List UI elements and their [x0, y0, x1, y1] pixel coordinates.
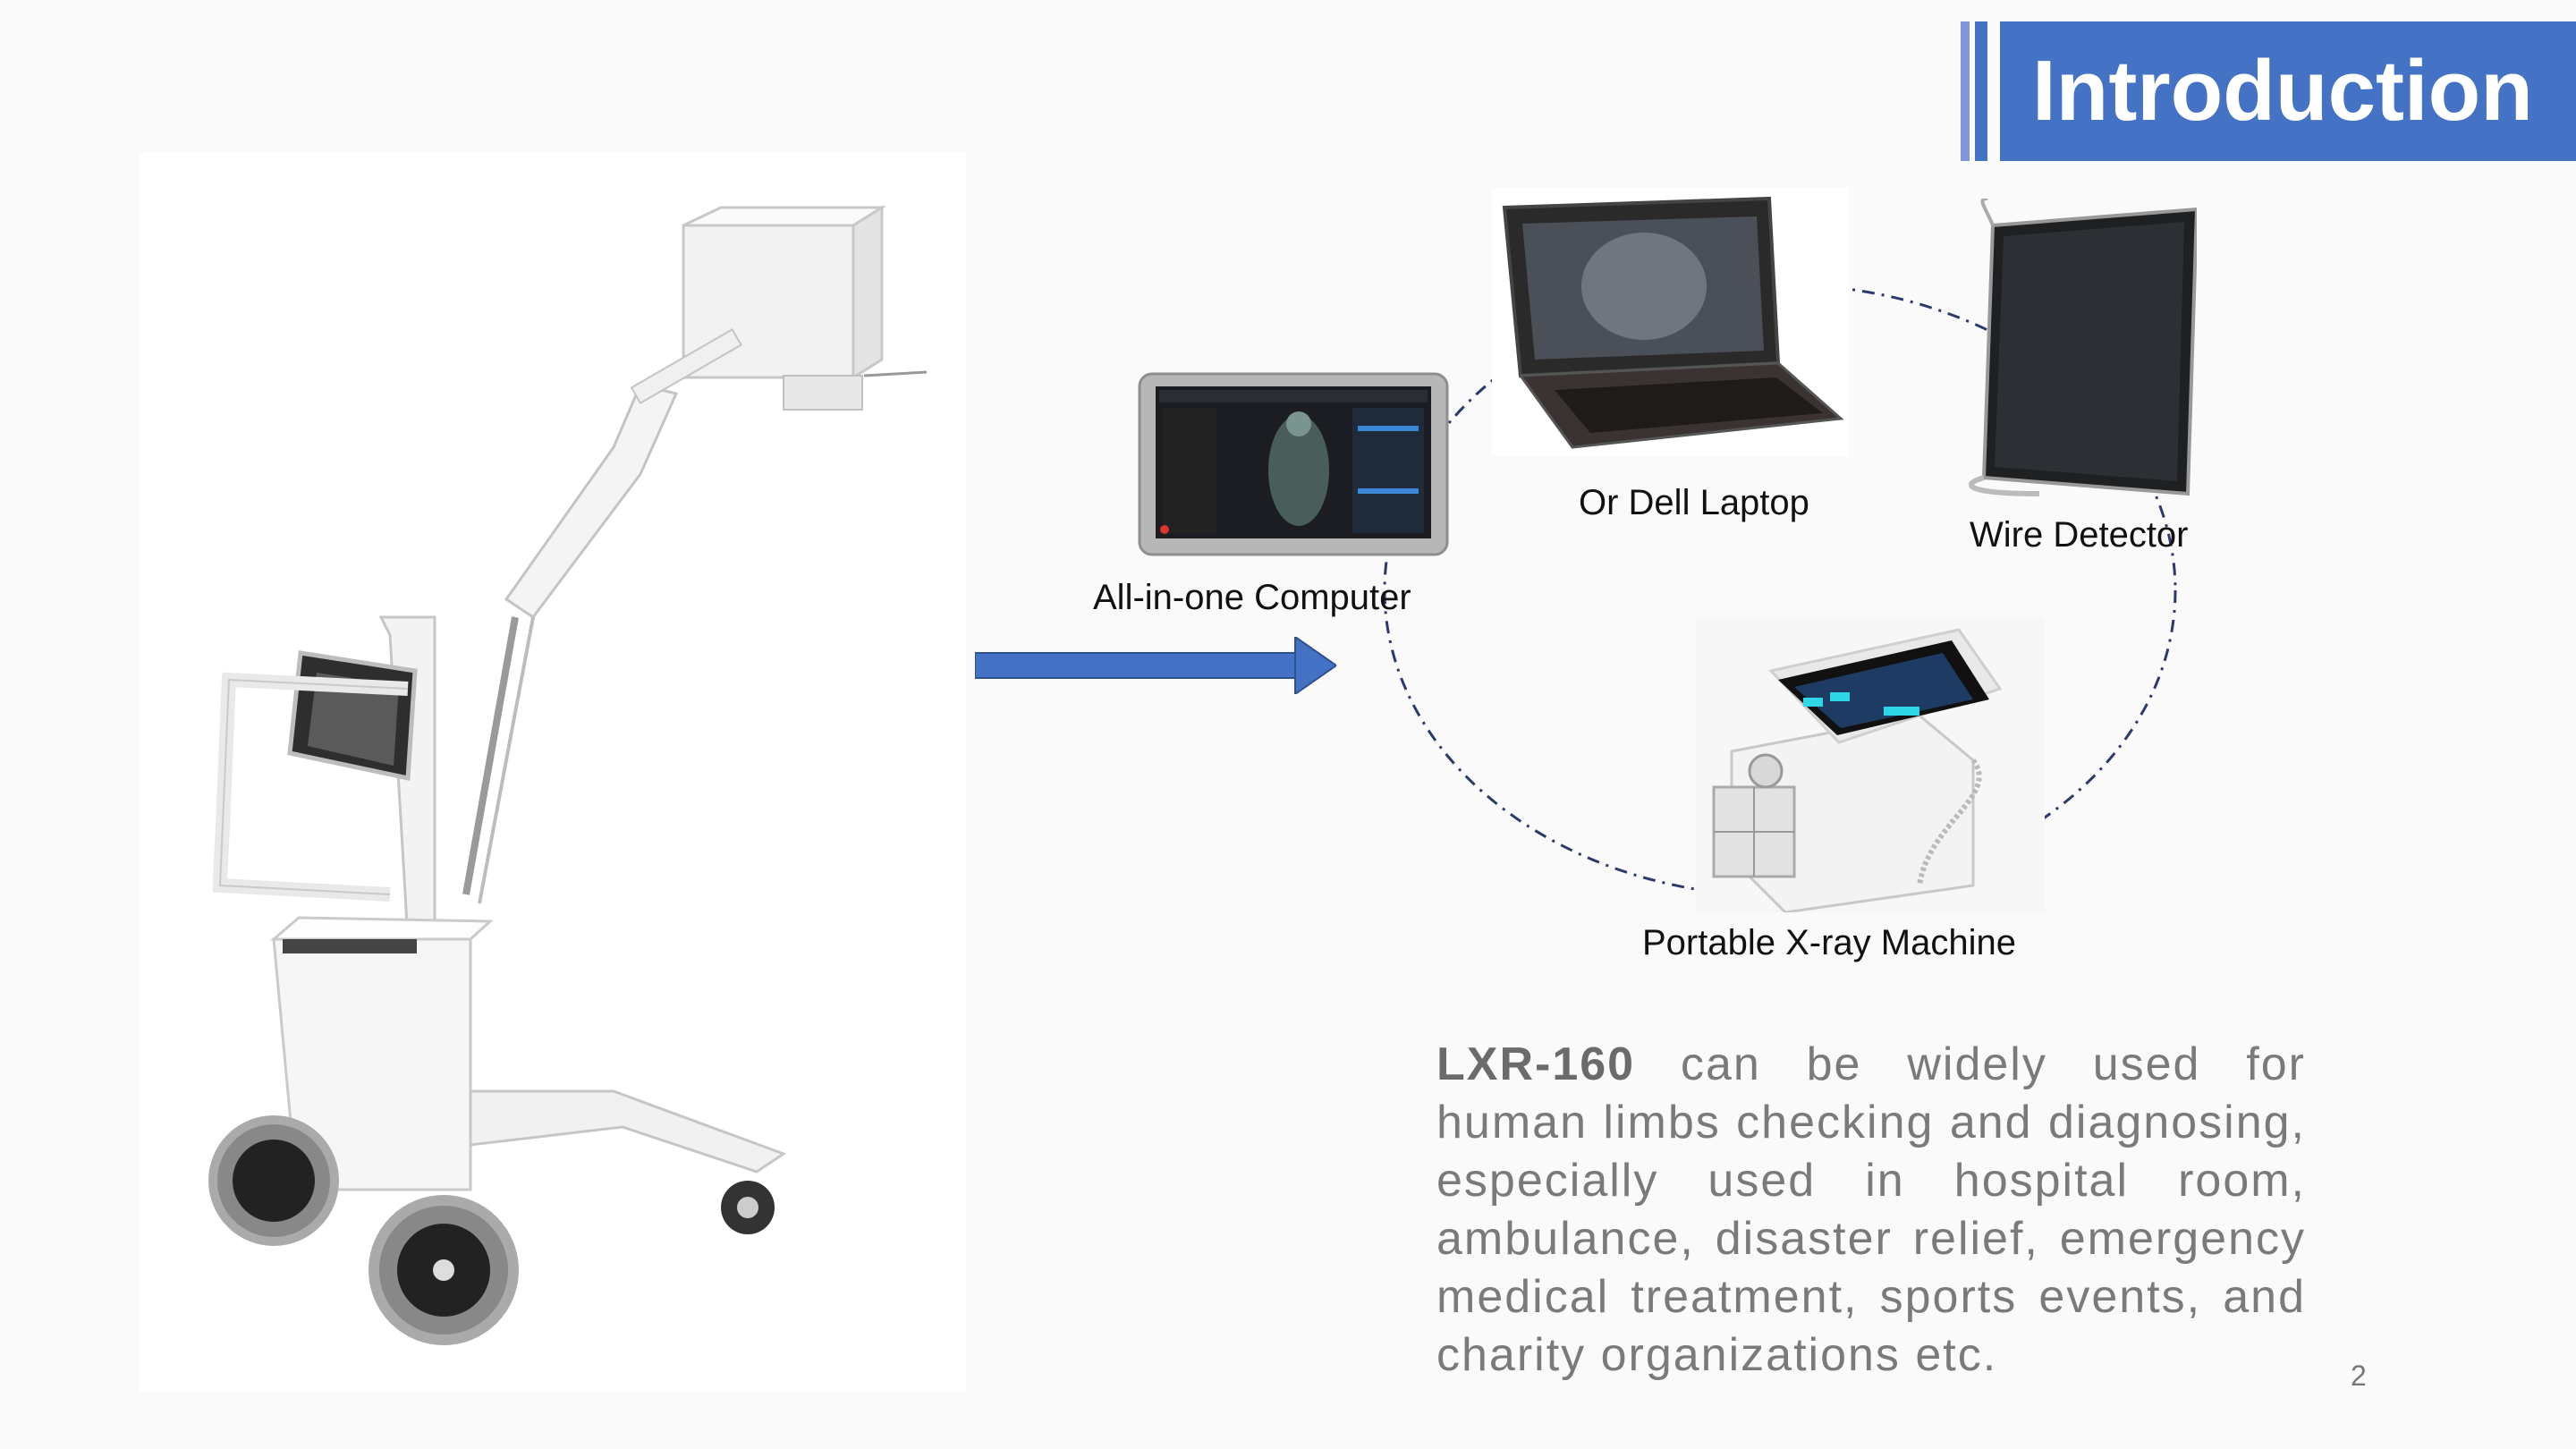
wire-detector-label: Wire Detector — [1970, 515, 2189, 555]
all-in-one-computer-label: All-in-one Computer — [1093, 578, 1411, 617]
portable-xray-machine-label: Portable X-ray Machine — [1642, 923, 2016, 962]
portable-xray-machine-image — [1696, 617, 2045, 912]
dell-laptop-image — [1492, 188, 1848, 456]
mobile-xray-cart-image — [140, 152, 966, 1392]
flow-arrow — [975, 637, 1336, 694]
page-title: Introduction — [2000, 21, 2576, 161]
header-accent-stripe-2 — [1975, 21, 1987, 161]
description-text: can be widely used for human limbs check… — [1436, 1038, 2306, 1381]
dell-laptop-label: Or Dell Laptop — [1579, 483, 1809, 522]
page-number: 2 — [2351, 1360, 2367, 1392]
header-accent-stripe-1 — [1961, 21, 1970, 161]
product-description: LXR-160 can be widely used for human lim… — [1436, 1036, 2306, 1385]
cart-illustration — [208, 205, 928, 1345]
wire-detector-image — [1968, 199, 2197, 496]
model-name: LXR-160 — [1436, 1038, 1636, 1090]
all-in-one-computer-image — [1138, 372, 1449, 556]
